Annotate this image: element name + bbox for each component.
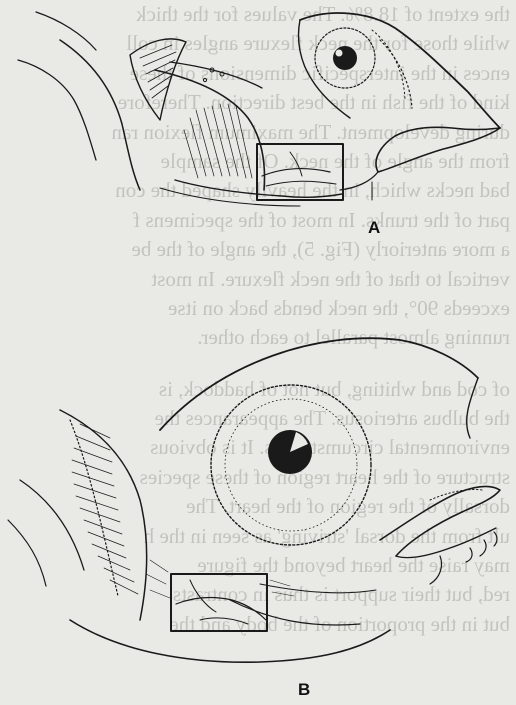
figure-b-eye	[211, 385, 371, 545]
figure-b-inset-box	[171, 574, 267, 631]
figure-a-eye	[315, 28, 375, 88]
figure-a-drawing	[18, 12, 500, 206]
figure-b-drawing	[8, 338, 500, 662]
figure-a-striations	[184, 104, 252, 178]
figure-b-striations	[72, 424, 138, 594]
figure-a-label: A	[368, 218, 380, 238]
figure-b-label: B	[298, 680, 310, 700]
